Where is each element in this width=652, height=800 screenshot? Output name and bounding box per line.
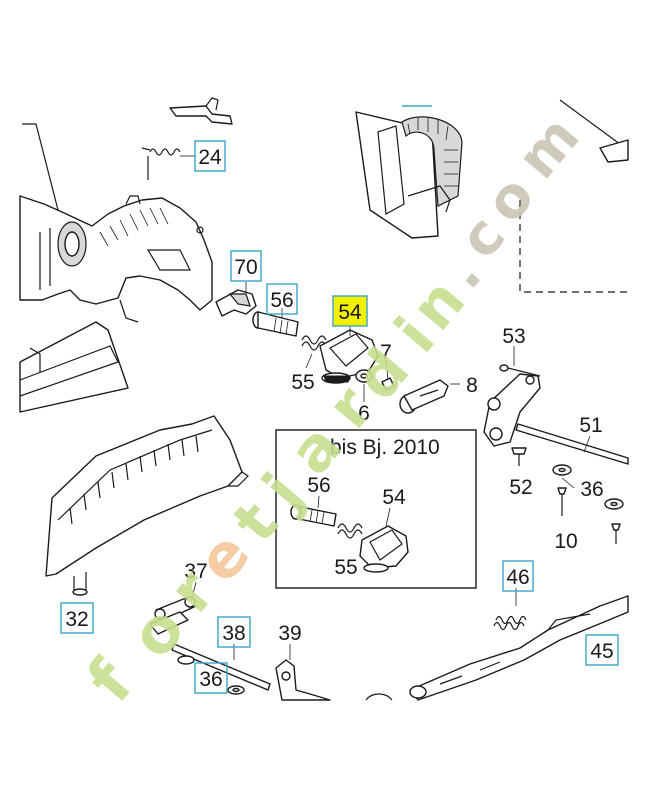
callouts: 24 70 56 54 7 55 6 53 8 51 [60,140,619,694]
callout-46[interactable]: 46 [502,560,534,592]
callout-8[interactable]: 8 [466,374,478,397]
rail-part-45 [409,595,629,701]
corner-part-top-right [559,99,629,163]
svg-text:55: 55 [334,556,357,579]
callout-70[interactable]: 70 [230,250,262,282]
svg-text:46: 46 [506,566,529,589]
washer-part-6 [355,369,373,383]
rod-part-51 [515,423,629,465]
callout-38[interactable]: 38 [217,616,251,648]
svg-text:8: 8 [466,374,478,397]
dashed-outline [519,200,628,293]
callout-39[interactable]: 39 [278,622,301,645]
callout-36[interactable]: 36 [580,478,603,501]
svg-text:32: 32 [65,608,88,631]
screw-part-52 [511,447,527,466]
svg-text:45: 45 [590,640,613,663]
callout-36-bottom[interactable]: 36 [194,662,228,694]
callout-54-highlighted[interactable]: 54 [332,295,368,327]
svg-text:55: 55 [291,371,314,394]
callout-56-inset[interactable]: 56 [307,474,330,497]
svg-text:24: 24 [198,146,222,169]
svg-text:6: 6 [358,402,370,425]
bolt-part-56a [252,311,299,337]
washer-part-36a [552,464,624,510]
callout-55[interactable]: 55 [291,371,314,394]
callout-6[interactable]: 6 [358,402,370,425]
rod-part-38 [171,643,271,691]
callout-54-inset[interactable]: 54 [382,486,406,509]
callout-51[interactable]: 51 [579,414,602,437]
cover-part [45,415,249,596]
guard-part [19,321,129,413]
svg-text:54: 54 [338,301,362,324]
watermark-logo: f o r e t j a r d i n . c o m [74,105,593,717]
svg-text:7: 7 [380,341,392,364]
misc-piece-bottom [365,693,393,701]
callout-10[interactable]: 10 [554,530,577,553]
link-part-37 [149,596,197,635]
svg-text:56: 56 [307,474,330,497]
callout-32[interactable]: 32 [60,602,94,634]
washer-part-36b [177,655,245,695]
bracket-part-top-middle [355,105,463,239]
svg-text:38: 38 [222,622,245,645]
top-bracket-part [169,97,233,125]
callout-53[interactable]: 53 [502,325,525,348]
inset-title: bis Bj. 2010 [330,436,440,459]
bracket-part-39 [275,659,331,701]
clip-part-70 [215,289,257,317]
leader-lines [180,155,591,660]
callout-37[interactable]: 37 [184,560,207,583]
lever-part-8 [399,379,449,414]
svg-text:a: a [276,412,356,488]
callout-56[interactable]: 56 [266,283,298,315]
svg-text:53: 53 [502,325,525,348]
screw-part-10 [557,487,621,544]
svg-text:51: 51 [579,414,602,437]
callout-24[interactable]: 24 [194,140,226,172]
svg-text:54: 54 [382,486,406,509]
bracket-part-53 [483,364,541,447]
spring-part-46 [493,615,527,631]
callout-7[interactable]: 7 [380,341,392,364]
left-housing-part [19,123,213,323]
parts-drawing [19,97,629,701]
svg-text:36: 36 [580,478,603,501]
callout-45[interactable]: 45 [585,634,619,666]
callout-52[interactable]: 52 [509,476,532,499]
svg-text:m: m [505,105,592,191]
svg-text:37: 37 [184,560,207,583]
svg-text:f: f [74,647,149,717]
svg-text:39: 39 [278,622,301,645]
svg-text:52: 52 [509,476,532,499]
svg-text:70: 70 [234,256,257,279]
callout-55-inset[interactable]: 55 [334,556,357,579]
inset-box [275,429,477,589]
svg-text:56: 56 [270,289,293,312]
spring-part-24 [141,147,181,180]
svg-text:36: 36 [199,668,222,691]
spring-part-55a [301,335,327,351]
svg-text:10: 10 [554,530,577,553]
screw-part-7 [381,377,395,391]
knob-part-54a [319,329,379,384]
